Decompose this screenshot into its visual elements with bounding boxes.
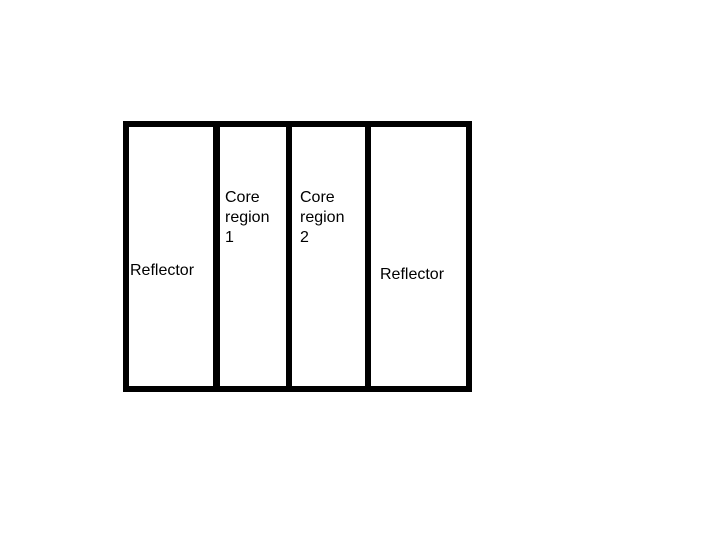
region-reflector-left: Reflector (129, 127, 213, 386)
region-reflector-right: Reflector (371, 127, 466, 386)
region-core-2-label-line2: region (300, 209, 345, 226)
region-core-1-label: Core region 1 (225, 188, 269, 248)
region-core-1-label-line2: region (225, 209, 270, 226)
region-core-1: Core region 1 (220, 127, 286, 386)
region-core-2-label-line3: 2 (300, 229, 309, 246)
region-core-1-label-line3: 1 (225, 229, 234, 246)
region-reflector-right-label: Reflector (380, 266, 445, 283)
region-reflector-left-label: Reflector (130, 262, 195, 279)
slab-geometry-diagram: Reflector Core region 1 Core region 2 Re… (123, 121, 472, 392)
region-core-2-label-line1: Core (300, 189, 335, 206)
region-core-2: Core region 2 (292, 127, 365, 386)
region-core-1-label-line1: Core (225, 189, 260, 206)
region-core-2-label: Core region 2 (300, 188, 344, 248)
